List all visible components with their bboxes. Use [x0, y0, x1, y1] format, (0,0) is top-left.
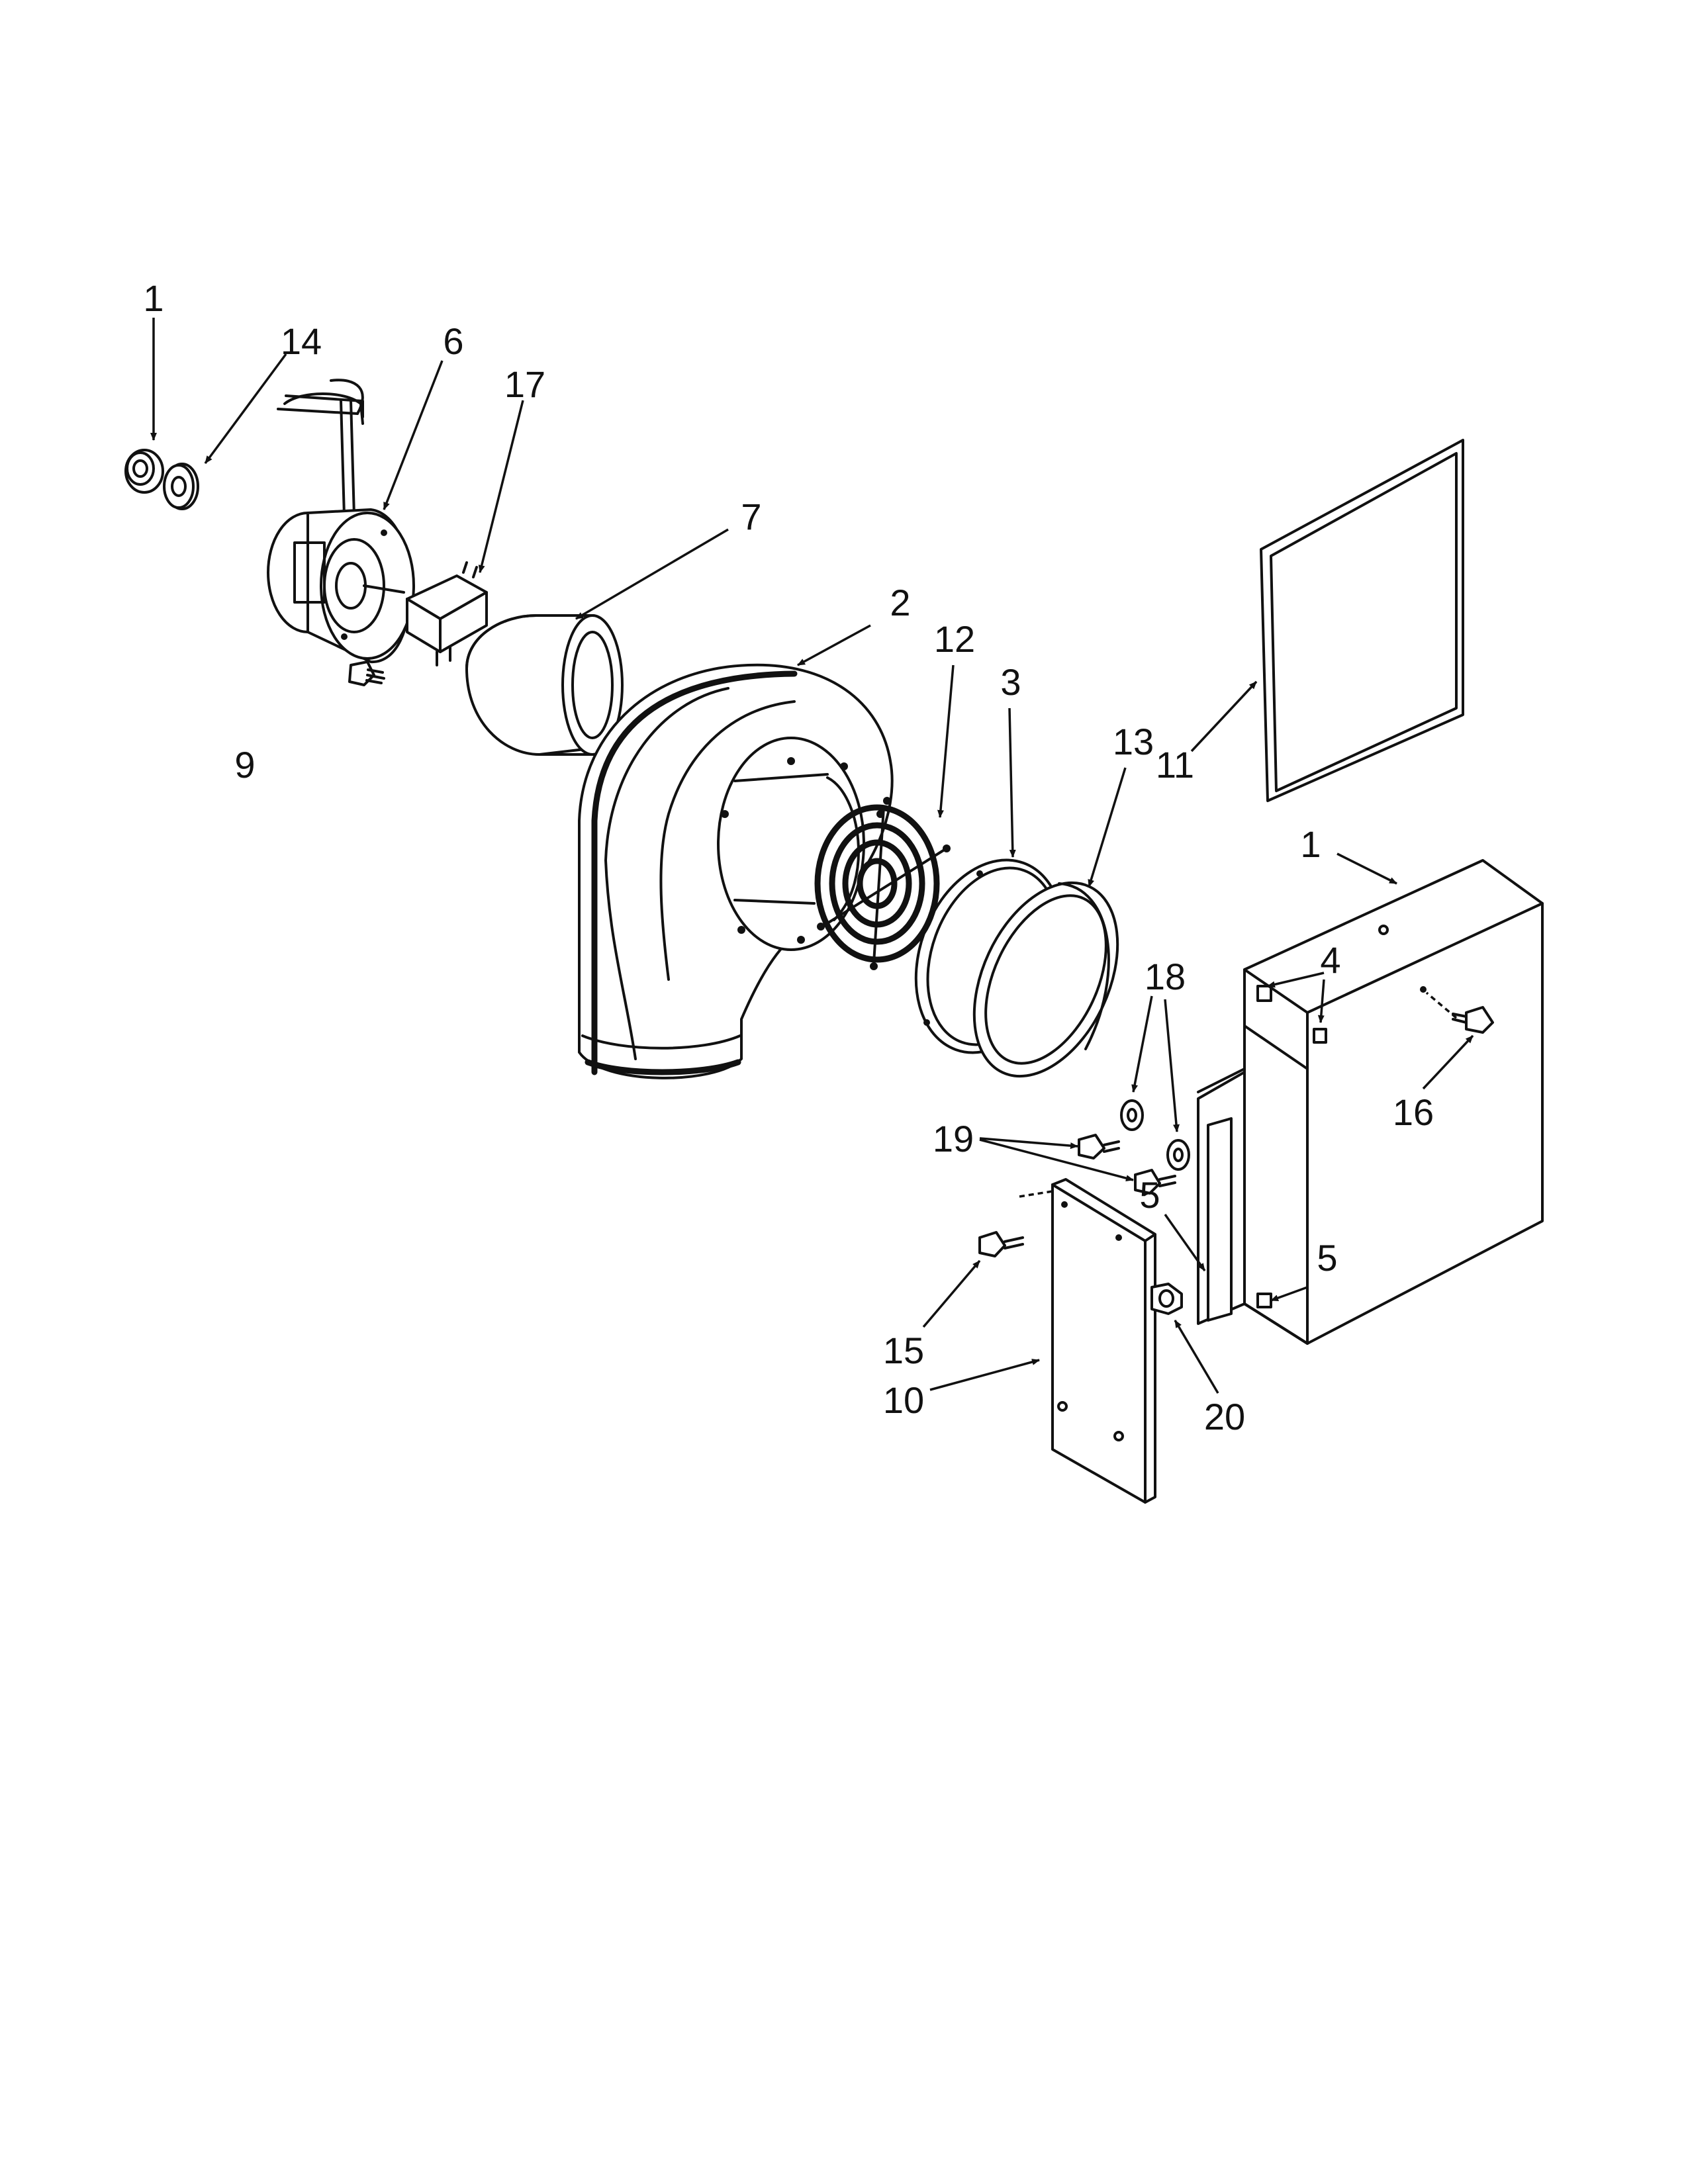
- callout-20: 20: [1204, 1396, 1245, 1437]
- callout-15: 15: [883, 1330, 924, 1371]
- callout-4: 4: [1320, 939, 1340, 981]
- part-8-nut: [124, 449, 164, 494]
- callout-5a: 5: [1139, 1174, 1160, 1216]
- callout-16: 16: [1393, 1091, 1434, 1133]
- part-15-screw: [978, 1231, 1024, 1257]
- part-2-blower-housing: [578, 663, 894, 1079]
- leader-lines: [150, 318, 1474, 1394]
- part-18-washers: [1120, 1099, 1190, 1171]
- callout-3: 3: [1000, 661, 1021, 703]
- callout-17: 17: [504, 363, 545, 405]
- part-11-filter: [1260, 439, 1464, 802]
- part-14-washer: [163, 463, 199, 510]
- callout-7: 7: [741, 496, 761, 537]
- part-19-screws: [1078, 1134, 1176, 1195]
- callout-2: 2: [890, 582, 910, 623]
- part-16-screw: [1452, 1006, 1494, 1034]
- part-1-housing-box: [1197, 859, 1544, 1345]
- callout-19: 19: [933, 1118, 974, 1160]
- callout-13: 13: [1113, 721, 1154, 762]
- callout-14: 14: [281, 320, 322, 362]
- part-9-screw: [348, 660, 385, 686]
- callout-1: 1: [1300, 823, 1321, 865]
- part-20-nut: [1150, 1283, 1183, 1315]
- callout-10: 10: [883, 1379, 924, 1421]
- callout-8: 1: [143, 277, 164, 319]
- callout-12: 12: [934, 618, 975, 660]
- callout-11: 11: [1156, 744, 1194, 786]
- callout-9: 9: [234, 744, 255, 786]
- part-6-motor: [267, 379, 415, 664]
- part-13-collar: [972, 881, 1119, 1078]
- callout-6: 6: [443, 320, 463, 362]
- part-7-blower-wheel: [465, 614, 624, 756]
- part-17-capacitor: [406, 561, 488, 666]
- callouts: 1 14 6 17 7 2 12 3 13 11 9 1 4 18 19 16 …: [143, 277, 1434, 1437]
- callout-5b: 5: [1317, 1237, 1337, 1279]
- callout-18: 18: [1145, 956, 1186, 997]
- part-10-plate: [1051, 1178, 1156, 1504]
- part-12-grille: [814, 804, 951, 970]
